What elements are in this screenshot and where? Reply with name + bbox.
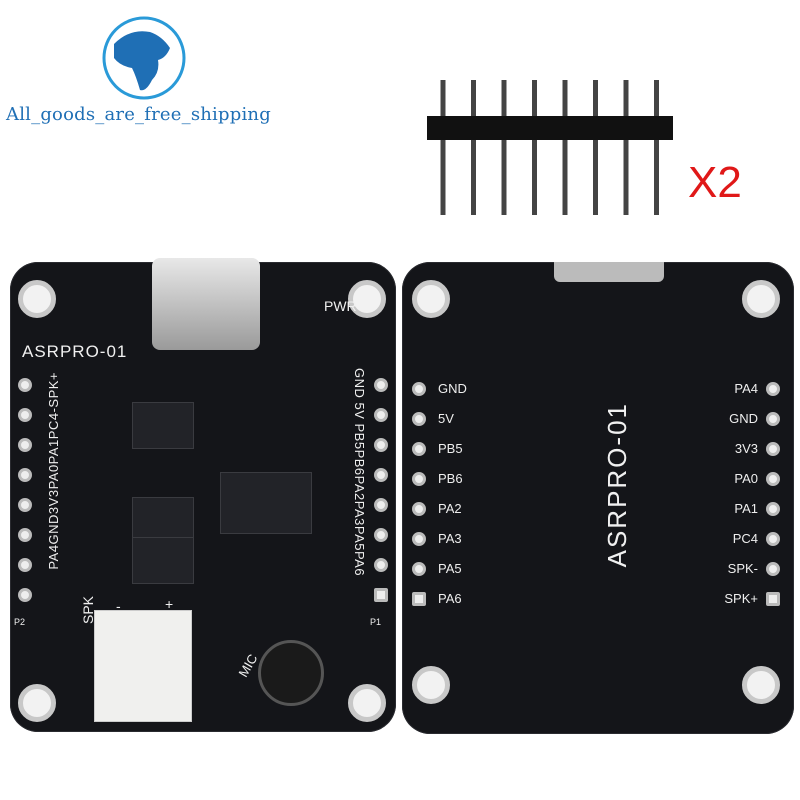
pin-pad (412, 592, 426, 606)
pin-label: 5V (438, 411, 454, 426)
header-pin (471, 80, 476, 215)
pin-label: PB6 (438, 471, 463, 486)
pin-label: PA2 (438, 501, 462, 516)
header-pad (374, 588, 388, 602)
header-pad (18, 528, 32, 542)
speaker-connector (94, 610, 192, 722)
header-pad (18, 438, 32, 452)
chip (132, 497, 194, 544)
pin-label: PA5 (438, 561, 462, 576)
pin-label: PA1 (734, 501, 758, 516)
globe-icon (102, 16, 186, 100)
pin-label: SPK+ (724, 591, 758, 606)
pin-pad (412, 562, 426, 576)
header-pad (374, 528, 388, 542)
header-pin (593, 80, 598, 215)
pin-pad (766, 412, 780, 426)
pin-label: PA4 (734, 381, 758, 396)
pin-header (427, 80, 673, 215)
mounting-hole (742, 280, 780, 318)
header-pin (532, 80, 537, 215)
pin-pad (412, 502, 426, 516)
pin-pad (766, 562, 780, 576)
microphone (258, 640, 324, 706)
header-pad (18, 498, 32, 512)
mounting-hole (18, 684, 56, 722)
logo-text: All_goods_are_free_shipping (6, 104, 271, 125)
pin-pad (766, 382, 780, 396)
usb-c-port (152, 258, 260, 350)
header-pad (374, 408, 388, 422)
pin-pad (766, 532, 780, 546)
p2-label: P2 (14, 617, 26, 627)
right-header-labels: GND 5V PB5PB6PA2PA3PA5PA6 (352, 368, 367, 577)
mounting-hole (348, 684, 386, 722)
model-label: ASRPRO-01 (602, 402, 632, 568)
header-pad (18, 378, 32, 392)
pin-label: PA0 (734, 471, 758, 486)
pin-label: PB5 (438, 441, 463, 456)
usb-c-port (554, 262, 664, 282)
pin-pad (412, 532, 426, 546)
mic-label: MIC (235, 651, 261, 680)
p1-label: P1 (370, 617, 382, 627)
mounting-hole (412, 666, 450, 704)
header-pin (501, 80, 507, 215)
header-body (427, 116, 673, 140)
header-pin (440, 80, 446, 215)
header-pad (374, 498, 388, 512)
chip (132, 537, 194, 584)
mounting-hole (742, 666, 780, 704)
pin-pad (412, 442, 426, 456)
pin-label: SPK- (727, 561, 758, 576)
header-pad (374, 558, 388, 572)
minus-label: - (116, 598, 121, 614)
quantity-label: X2 (688, 158, 742, 207)
pin-pad (766, 592, 780, 606)
pin-label: GND (438, 381, 467, 396)
pin-pad (412, 412, 426, 426)
header-pad (374, 378, 388, 392)
pin-label: PA3 (438, 531, 462, 546)
mounting-hole (348, 280, 386, 318)
pin-label: GND (729, 411, 758, 426)
pin-label: 3V3 (734, 441, 758, 456)
header-pin (654, 80, 659, 215)
model-label: ASRPRO-01 (22, 342, 128, 361)
plus-label: + (165, 596, 174, 612)
header-pad (374, 438, 388, 452)
mounting-hole (412, 280, 450, 318)
pwr-label: PWR (324, 298, 357, 314)
pin-label: PC4 (732, 531, 758, 546)
left-header-labels: PA4GND3V3PA0PA1PC4-SPK+ (46, 372, 61, 570)
chip (132, 402, 194, 449)
header-pad (374, 468, 388, 482)
mounting-hole (18, 280, 56, 318)
pin-pad (766, 502, 780, 516)
header-pin (623, 80, 629, 215)
header-pad (18, 408, 32, 422)
header-pin (562, 80, 568, 215)
pin-pad (412, 472, 426, 486)
header-pad (18, 588, 32, 602)
main-chip (220, 472, 312, 534)
pin-pad (766, 472, 780, 486)
pin-pad (766, 442, 780, 456)
header-pad (18, 558, 32, 572)
pin-label: PA6 (438, 591, 462, 606)
pin-pad (412, 382, 426, 396)
header-pad (18, 468, 32, 482)
